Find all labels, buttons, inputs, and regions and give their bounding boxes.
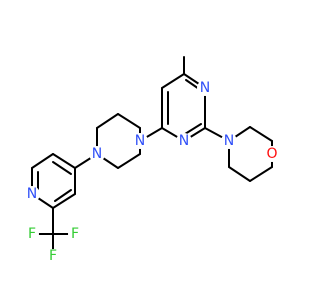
bond-pyridine-5-double [54, 189, 72, 202]
label-background [25, 227, 39, 241]
label-background [132, 133, 148, 149]
bond-morpholine-2 [249, 126, 273, 142]
atom-label-n: N [92, 146, 102, 162]
atom-morpholine-n: N [221, 133, 237, 149]
label-background [89, 146, 105, 162]
bond-pyrimidine-c5-c6 [161, 73, 185, 89]
chemical-structure-diagram: N N N O N N N F [24, 56, 280, 264]
bond-pyridine-1-double [52, 161, 72, 175]
atom-label-f: F [49, 248, 57, 264]
label-background [24, 186, 40, 202]
bond-piperazine-6 [117, 153, 141, 169]
atom-morpholine-o: O [264, 146, 280, 162]
atom-label-n: N [135, 133, 145, 149]
bond-layer [31, 56, 273, 256]
atom-fluorine-bottom: F [46, 248, 60, 264]
atom-fluorine-left: F [25, 226, 39, 242]
bond-pyridine-5 [52, 193, 76, 209]
atom-label-layer: N N N O N N N F [24, 80, 280, 264]
label-background [197, 80, 213, 96]
atom-fluorine-right: F [68, 226, 82, 242]
atom-label-n: N [179, 133, 189, 149]
atom-pyridine-n: N [24, 186, 40, 202]
bond-morpholine-5 [228, 166, 251, 182]
atom-pyrimidine-n-bottom: N [176, 133, 192, 149]
atom-label-n: N [200, 80, 210, 96]
bond-pyrimidine-c2-n3-double [184, 123, 202, 135]
atom-piperazine-n-right: N [132, 133, 148, 149]
label-background [46, 249, 60, 263]
bond-pyridine-1 [52, 153, 76, 169]
bond-piperazine-3 [96, 113, 119, 129]
atom-label-f: F [71, 226, 79, 242]
atom-piperazine-n-left: N [89, 146, 105, 162]
atom-label-o: O [266, 146, 277, 162]
label-background [68, 227, 82, 241]
bond-pyridine-2 [31, 153, 54, 169]
atom-pyrimidine-n-top: N [197, 80, 213, 96]
atom-label-n: N [27, 186, 37, 202]
label-background [264, 146, 280, 162]
label-background [176, 133, 192, 149]
bond-piperazine-2 [117, 113, 141, 129]
atom-label-n: N [224, 133, 234, 149]
label-background [221, 133, 237, 149]
atom-label-f: F [28, 226, 36, 242]
bond-morpholine-4 [249, 166, 273, 182]
